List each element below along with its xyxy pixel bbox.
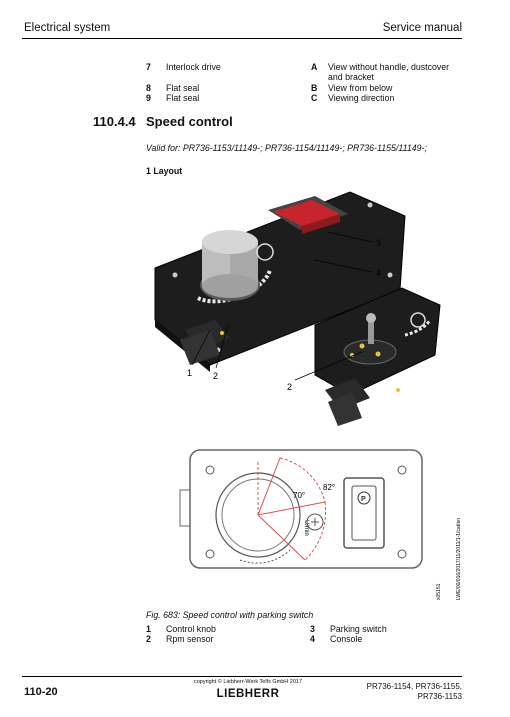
callout-2b: 2 — [287, 382, 292, 392]
footer-models-1: PR736-1154, PR736-1155, — [366, 682, 462, 691]
callout-3: 3 — [376, 238, 381, 248]
copyright: copyright © Liebherr-Werk Telfs GmbH 201… — [193, 679, 303, 685]
legend-label: Flat seal — [166, 93, 200, 103]
speed-control-figure: 3 4 1 2 2 70° 82° U/min P x05151 LWE/0 — [154, 191, 462, 600]
legend-bottom: 1 Control knob 3 Parking switch 2 Rpm se… — [146, 624, 456, 646]
legend-label: Control knob — [166, 624, 216, 634]
legend-num: 2 — [146, 634, 151, 644]
side-code-long: LWE/00/016/2017/11/2011/1-1/cat/en — [456, 518, 462, 600]
legend-label: Flat seal — [166, 83, 200, 93]
angle-82-label: 82° — [323, 483, 335, 492]
legend-letter: B — [311, 83, 318, 93]
legend-num: 1 — [146, 624, 151, 634]
legend-label: Console — [330, 634, 363, 644]
legend-num: 9 — [146, 93, 151, 103]
header-manual: Service manual — [382, 22, 462, 34]
legend-letter-label: Viewing direction — [328, 93, 395, 103]
section-number: 110.4.4 — [93, 114, 136, 129]
section-title: Speed control — [146, 114, 233, 129]
legend-label: Rpm sensor — [166, 634, 214, 644]
header-rule — [22, 38, 462, 39]
callout-4: 4 — [376, 268, 381, 278]
layout-subheading: 1 Layout — [146, 166, 183, 176]
callout-leaders — [191, 231, 373, 381]
legend-letter-label: View without handle, dustcover — [328, 62, 450, 72]
console-top-view: 70° 82° U/min P — [179, 449, 423, 569]
svg-text:P: P — [361, 496, 366, 503]
valid-for: Valid for: PR736-1153/11149-; PR736-1154… — [146, 143, 427, 153]
rpm-scale-label: U/min — [303, 520, 309, 536]
console-bottom-view — [314, 287, 441, 426]
legend-label: Interlock drive — [166, 62, 221, 72]
callout-2: 2 — [213, 371, 218, 381]
header-title: Electrical system — [24, 22, 111, 34]
footer-models-2: PR736-1153 — [417, 692, 462, 701]
page-number: 110-20 — [24, 686, 58, 698]
legend-letter: C — [311, 93, 318, 103]
footer-rule — [22, 676, 462, 677]
figure-caption: Fig. 683: Speed control with parking swi… — [146, 610, 314, 620]
angle-70-label: 70° — [293, 491, 305, 500]
legend-label: Parking switch — [330, 624, 387, 634]
legend-letter-label: View from below — [328, 83, 393, 93]
legend-letter: A — [311, 62, 318, 72]
legend-letter-label: and bracket — [328, 72, 374, 82]
side-code: x05151 — [436, 583, 442, 600]
legend-num: 3 — [310, 624, 315, 634]
callout-1: 1 — [187, 368, 192, 378]
brand-logo: LIEBHERR — [216, 688, 280, 700]
legend-top: 7 Interlock drive A View without handle,… — [146, 62, 456, 108]
legend-num: 7 — [146, 62, 151, 72]
legend-num: 8 — [146, 83, 151, 93]
legend-num: 4 — [310, 634, 315, 644]
